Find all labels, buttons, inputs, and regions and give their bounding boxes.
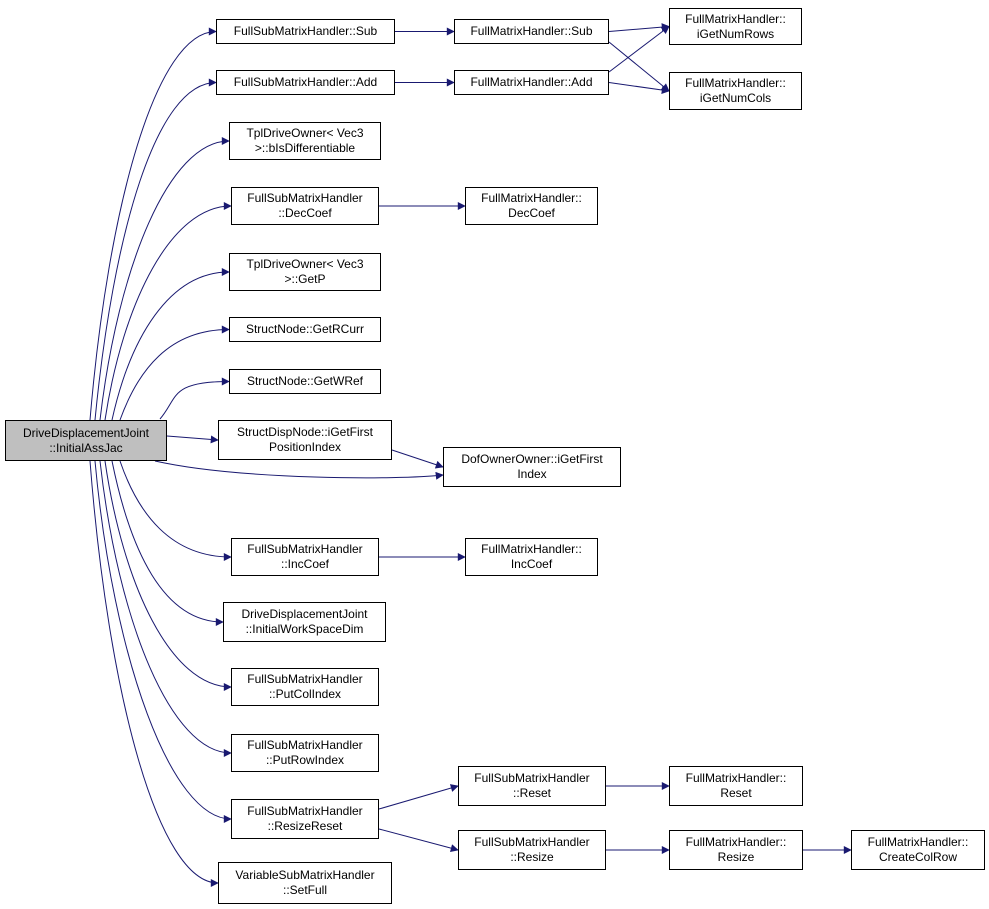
node-label-line: FullSubMatrixHandler (247, 804, 363, 818)
node-fmh-inccoef[interactable]: FullMatrixHandler:: IncCoef (465, 538, 598, 576)
edge-root-to-sdn_first (166, 435, 219, 444)
node-fmh-reset[interactable]: FullMatrixHandler:: Reset (669, 766, 803, 806)
edge-fmh_add-to-fmh_rows (608, 26, 670, 73)
edge-root-to-tdo_bis (99, 137, 230, 421)
node-label-line: FullSubMatrixHandler::Sub (233, 24, 378, 38)
edge-root-to-tdo_getp (111, 268, 230, 421)
node-root[interactable]: DriveDisplacementJoint ::InitialAssJac (5, 420, 167, 461)
node-label-line: FullMatrixHandler:: (481, 191, 582, 205)
node-label-line: iGetNumCols (699, 91, 772, 105)
node-label-line: FullMatrixHandler:: (685, 835, 787, 849)
node-fmh-deccoef[interactable]: FullMatrixHandler:: DecCoef (465, 187, 598, 225)
node-drivedisplacementjoint-initialworkspacedim[interactable]: DriveDisplacementJoint ::InitialWorkSpac… (223, 602, 386, 642)
node-label-line: >::bIsDifferentiable (254, 141, 356, 155)
node-label-line: FullMatrixHandler:: (481, 542, 582, 556)
node-label-line: Reset (720, 786, 752, 800)
edge-root-to-fsmh_sub (89, 27, 217, 421)
node-fmh-resize[interactable]: FullMatrixHandler:: Resize (669, 830, 803, 870)
node-label-line: ::SetFull (282, 883, 327, 897)
node-label-line: DecCoef (508, 206, 555, 220)
node-fsmh-resize[interactable]: FullSubMatrixHandler ::Resize (458, 830, 606, 870)
node-label-line: FullMatrixHandler:: (685, 76, 786, 90)
node-label-line: FullSubMatrixHandler (247, 542, 363, 556)
node-label-line: DriveDisplacementJoint (22, 425, 150, 440)
edge-root-to-fsmh_inc (119, 460, 232, 561)
node-label-line: Index (517, 467, 547, 481)
node-label-line: ::DecCoef (278, 206, 332, 220)
node-label-line: ::InitialWorkSpaceDim (245, 622, 364, 636)
node-fmh-createcolrow[interactable]: FullMatrixHandler:: CreateColRow (851, 830, 985, 870)
node-label-line: FullMatrixHandler::Sub (470, 24, 593, 38)
node-fsmh-deccoef[interactable]: FullSubMatrixHandler ::DecCoef (231, 187, 379, 225)
edge-root-to-fsmh_putrow (99, 460, 232, 757)
node-fsmh-sub[interactable]: FullSubMatrixHandler::Sub (216, 19, 395, 44)
node-structdispnode-igetfirstpositionindex[interactable]: StructDispNode::iGetFirst PositionIndex (218, 420, 392, 460)
edge-fmh_sub-to-fmh_rows (608, 23, 670, 32)
node-fmh-add[interactable]: FullMatrixHandler::Add (454, 70, 609, 95)
edge-root-to-sn_wref (159, 377, 230, 420)
node-label-line: PositionIndex (268, 440, 342, 454)
edge-root-to-ddj_iwsd (111, 460, 224, 626)
node-label-line: FullSubMatrixHandler (247, 738, 363, 752)
node-label-line: ::PutColIndex (268, 687, 342, 701)
node-label-line: ::InitialAssJac (49, 440, 123, 455)
node-label-line: FullSubMatrixHandler (474, 771, 590, 785)
node-fmh-igetnumcols[interactable]: FullMatrixHandler:: iGetNumCols (669, 72, 802, 110)
node-fsmh-putrowindex[interactable]: FullSubMatrixHandler ::PutRowIndex (231, 734, 379, 772)
edge-root-to-fsmh_resizereset (94, 460, 232, 823)
node-label-line: ::IncCoef (280, 557, 330, 571)
node-tpldriveowner-getp[interactable]: TplDriveOwner< Vec3 >::GetP (229, 253, 381, 291)
node-tpldriveowner-bisdifferentiable[interactable]: TplDriveOwner< Vec3 >::bIsDifferentiable (229, 122, 381, 160)
node-label-line: ::PutRowIndex (265, 753, 345, 767)
edge-fsmh_resizereset-to-fsmh_resize (378, 828, 459, 853)
node-dofownerowner-igetfirstindex[interactable]: DofOwnerOwner::iGetFirst Index (443, 447, 621, 487)
edge-root-to-fsmh_add (94, 78, 217, 421)
node-fsmh-inccoef[interactable]: FullSubMatrixHandler ::IncCoef (231, 538, 379, 576)
node-label-line: FullMatrixHandler:: (685, 11, 786, 26)
node-label-line: DofOwnerOwner::iGetFirst (461, 452, 603, 466)
node-label-line: ::ResizeReset (267, 819, 343, 833)
node-label-line: iGetNumRows (696, 26, 775, 41)
node-label-line: Resize (717, 850, 755, 864)
node-fsmh-resizereset[interactable]: FullSubMatrixHandler ::ResizeReset (231, 799, 379, 839)
node-label-line: FullSubMatrixHandler (474, 835, 590, 849)
edge-fsmh_resizereset-to-fsmh_reset (378, 784, 459, 810)
edge-fmh_sub-to-fmh_cols (608, 41, 670, 92)
node-label-line: StructNode::GetWRef (246, 374, 364, 388)
node-variablesubmatrixhandler-setfull[interactable]: VariableSubMatrixHandler ::SetFull (218, 862, 392, 904)
edge-root-to-fsmh_putcol (104, 460, 232, 691)
edge-sdn_first-to-doo_first (391, 449, 444, 469)
node-fmh-sub[interactable]: FullMatrixHandler::Sub (454, 19, 609, 44)
edge-root-to-sn_rcurr (119, 325, 230, 421)
node-label-line: CreateColRow (878, 850, 958, 864)
node-label-line: IncCoef (510, 557, 553, 571)
node-label-line: ::Resize (510, 850, 554, 864)
node-label-line: TplDriveOwner< Vec3 (246, 126, 364, 140)
node-label-line: FullMatrixHandler::Add (470, 75, 593, 89)
node-label-line: FullSubMatrixHandler::Add (233, 75, 378, 89)
node-label-line: VariableSubMatrixHandler (235, 868, 375, 882)
node-label-line: FullSubMatrixHandler (247, 672, 363, 686)
node-label-line: TplDriveOwner< Vec3 (246, 257, 364, 271)
node-label-line: FullMatrixHandler:: (685, 771, 787, 785)
edge-root-to-doo_first (154, 460, 444, 480)
node-label-line: DriveDisplacementJoint (241, 607, 368, 621)
edge-root-to-fsmh_dec (104, 202, 232, 421)
node-label-line: StructDispNode::iGetFirst (236, 425, 374, 439)
node-fsmh-reset[interactable]: FullSubMatrixHandler ::Reset (458, 766, 606, 806)
node-structnode-getrcurr[interactable]: StructNode::GetRCurr (229, 317, 381, 342)
edge-fmh_add-to-fmh_cols (608, 82, 670, 94)
node-label-line: StructNode::GetRCurr (245, 322, 365, 336)
node-fsmh-putcolindex[interactable]: FullSubMatrixHandler ::PutColIndex (231, 668, 379, 706)
node-label-line: FullSubMatrixHandler (247, 191, 363, 205)
node-label-line: FullMatrixHandler:: (867, 835, 969, 849)
node-structnode-getwref[interactable]: StructNode::GetWRef (229, 369, 381, 394)
node-label-line: ::Reset (512, 786, 551, 800)
node-fmh-igetnumrows[interactable]: FullMatrixHandler:: iGetNumRows (669, 8, 802, 45)
edge-root-to-vsmh_setfull (89, 460, 219, 887)
node-label-line: >::GetP (284, 272, 326, 286)
node-fsmh-add[interactable]: FullSubMatrixHandler::Add (216, 70, 395, 95)
